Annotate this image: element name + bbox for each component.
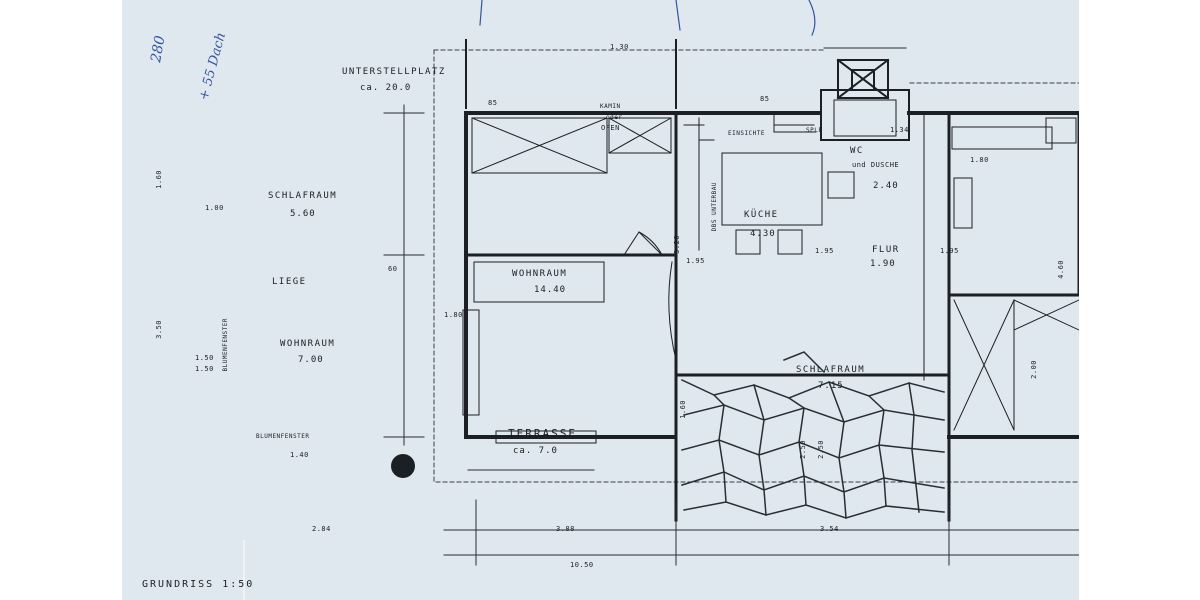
- bedroom-right-name: SCHLAFRAUM: [796, 365, 866, 375]
- plan-sheet: [122, 0, 1079, 600]
- hall-name: FLUR: [872, 245, 900, 255]
- dim-flur-width: 1.95: [940, 247, 959, 255]
- terrace-name: TERRASSE: [508, 427, 577, 440]
- dim-left-2: 1.50: [195, 365, 214, 373]
- dim-terrace-v: 2.50: [799, 440, 807, 459]
- punch-hole: [391, 454, 415, 478]
- kitchen-name: KÜCHE: [744, 210, 779, 220]
- living-main-area: 14.40: [534, 285, 567, 295]
- dim-right-top: 1.34: [890, 126, 909, 134]
- fireplace-label-1: KAMIN: [600, 103, 621, 110]
- living-small-name: WOHNRAUM: [280, 339, 336, 349]
- terrace-area: ca. 7.0: [513, 446, 558, 456]
- dim-bath-small: 1.80: [970, 156, 989, 164]
- niche-label: EINSICHTE: [728, 130, 766, 137]
- dim-door-top: 85: [488, 99, 498, 107]
- dim-overall: 10.50: [570, 561, 594, 569]
- living-small-area: 7.00: [298, 355, 324, 365]
- bedroom-left-name: SCHLAFRAUM: [268, 191, 338, 201]
- dim-bed-window: 1.00: [205, 204, 224, 212]
- kitchen-window-vertical: DBS UNTERBAU: [711, 182, 718, 232]
- dim-kitchen-h: 3.26: [673, 235, 681, 254]
- dim-chimney: 1.30: [610, 43, 629, 51]
- dim-seg1: 2.84: [312, 525, 331, 533]
- dim-window-mid: 1.80: [444, 311, 463, 319]
- detail-lines: [462, 112, 1079, 444]
- bedroom-left-area: 5.60: [290, 209, 316, 219]
- carport-posts: [465, 39, 677, 109]
- door-swings: [623, 231, 1079, 361]
- dim-seg3: 3.54: [820, 525, 839, 533]
- bedroom-right-area: 7.15: [818, 381, 844, 391]
- wc-sub: und DUSCHE: [852, 161, 900, 169]
- cabinet-label: SPLE: [806, 127, 823, 134]
- interior-walls: [464, 111, 1079, 522]
- living-main-name: WOHNRAUM: [512, 269, 568, 279]
- dim-bedroom-door: 1.95: [815, 247, 834, 255]
- dim-seg2: 3.88: [556, 525, 575, 533]
- hall-area: 1.90: [870, 259, 896, 269]
- flower-window-horizontal: BLUMENFENSTER: [256, 433, 310, 440]
- flower-window-vertical: BLUMENFENSTER: [222, 318, 229, 372]
- bed-label: LIEGE: [272, 277, 307, 287]
- dim-door-kitchen: 1.95: [686, 257, 705, 265]
- floor-plan-drawing: [243, 0, 1079, 600]
- dimension-lines: [383, 47, 1079, 566]
- drawing-title: GRUNDRISS 1:50: [142, 579, 255, 590]
- dim-left-top: 1.60: [155, 170, 163, 189]
- carport-label: UNTERSTELLPLATZ: [342, 67, 446, 77]
- fireplace-block: [820, 58, 910, 141]
- dim-door-small: 60: [388, 265, 398, 273]
- dim-bottom-low: 2.50: [817, 440, 825, 459]
- dim-left-tall: 3.50: [155, 320, 163, 339]
- dim-door-top2: 85: [760, 95, 770, 103]
- roof-outline: [433, 49, 1079, 483]
- dim-left-h: 1.40: [290, 451, 309, 459]
- exterior-walls: [464, 111, 1079, 439]
- hand-marks: [479, 0, 816, 36]
- wc-area: 2.40: [873, 181, 899, 191]
- fireplace-label-3: OFEN: [601, 124, 620, 132]
- kitchen-area: 4.30: [750, 229, 776, 239]
- fireplace-label-2: oder: [606, 114, 623, 121]
- dim-bottom-window: 1.60: [679, 400, 687, 419]
- wc-name: WC: [850, 146, 864, 156]
- dim-left-1: 1.50: [195, 354, 214, 362]
- carport-area: ca. 20.0: [360, 83, 412, 93]
- dim-right-total: 4.60: [1057, 260, 1065, 279]
- dim-right-tall: 2.00: [1030, 360, 1038, 379]
- terrace-flagstones: [681, 351, 945, 519]
